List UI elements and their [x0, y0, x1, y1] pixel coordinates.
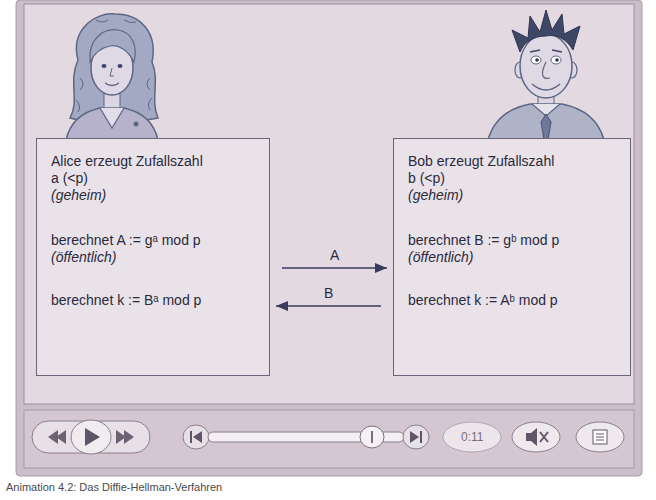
- playback-controls: [32, 420, 624, 454]
- message-label: A: [327, 247, 342, 264]
- figure-caption: Animation 4.2: Das Diffie-Hellman-Verfah…: [6, 480, 222, 494]
- bob-tie: [541, 114, 551, 140]
- bob-eye: [551, 56, 561, 64]
- time-display-oval: [443, 422, 501, 452]
- to-start-button: [183, 425, 209, 449]
- secrecy-note: (geheim): [408, 187, 618, 204]
- control-bar: [24, 410, 634, 468]
- alice-nose: [110, 68, 114, 76]
- alice-figure: [66, 14, 158, 140]
- alice-curls: [76, 20, 152, 112]
- player-frame: [16, 0, 642, 476]
- menu-icon-lines: [596, 434, 604, 440]
- alice-eye: [118, 64, 123, 68]
- visibility-note: (öffentlich): [51, 249, 257, 266]
- alice-eye: [102, 64, 107, 68]
- bob-mouth: [532, 84, 560, 90]
- to-end-button: [403, 425, 429, 449]
- progress-track: [208, 432, 404, 442]
- bob-neck: [538, 88, 554, 108]
- alice-neck: [104, 90, 120, 112]
- progress-knob: [360, 426, 384, 448]
- transport-pill: [32, 421, 150, 453]
- stage-background: [24, 4, 634, 404]
- bob-pupil: [555, 58, 559, 62]
- public-value-formula: berechnet A := gᵃ mod p: [51, 232, 257, 249]
- alice-fringe: [90, 30, 135, 62]
- public-value-formula: berechnet B := gᵇ mod p: [408, 232, 618, 249]
- bob-ear: [515, 62, 525, 78]
- key-formula: berechnet k := Aᵇ mod p: [408, 292, 618, 309]
- to-start-icon: [190, 431, 202, 443]
- visibility-note: (öffentlich): [408, 249, 618, 266]
- bob-nose: [543, 62, 550, 78]
- bob-ear: [567, 62, 577, 78]
- menu-button: [576, 422, 624, 452]
- bob-collar: [532, 104, 560, 116]
- bob-figure: [488, 10, 604, 140]
- key-formula: berechnet k := Bᵃ mod p: [51, 292, 257, 309]
- time-display: 0:11: [461, 430, 483, 444]
- play-icon: [85, 428, 100, 446]
- bob-face: [520, 34, 572, 98]
- to-end-icon: [410, 431, 422, 443]
- alice-jacket: [66, 108, 158, 140]
- alice-mouth: [105, 83, 119, 86]
- alice-face: [91, 41, 133, 95]
- bob-body: [488, 104, 604, 140]
- message-arrow: [276, 305, 381, 307]
- message-arrow: [282, 267, 387, 269]
- bob-eyebrows: [530, 50, 562, 52]
- forward-icon: [116, 430, 134, 444]
- alice-hair-back: [70, 14, 158, 122]
- play-button: [71, 420, 111, 454]
- alice-collar: [100, 108, 124, 128]
- mute-button: [512, 422, 560, 452]
- mute-cross: [540, 432, 548, 442]
- alice-box: Alice erzeugt Zufallszahl a (<p)(geheim)…: [36, 138, 270, 376]
- bob-hair: [512, 10, 580, 52]
- speaker-icon: [526, 428, 537, 446]
- bob-box: Bob erzeugt Zufallszahl b (<p)(geheim) be…: [393, 138, 631, 376]
- bob-pupil: [535, 58, 539, 62]
- bob-eye: [531, 56, 541, 64]
- random-number-step: Bob erzeugt Zufallszahl b (<p): [408, 153, 558, 187]
- random-number-step: Alice erzeugt Zufallszahl a (<p): [51, 153, 206, 187]
- rewind-icon: [48, 430, 66, 444]
- secrecy-note: (geheim): [51, 187, 257, 204]
- connector-group: [276, 268, 387, 306]
- message-label: B: [321, 285, 336, 302]
- progress-knob-grip: [371, 431, 373, 443]
- alice-brooch: [134, 122, 139, 127]
- menu-icon: [593, 430, 607, 444]
